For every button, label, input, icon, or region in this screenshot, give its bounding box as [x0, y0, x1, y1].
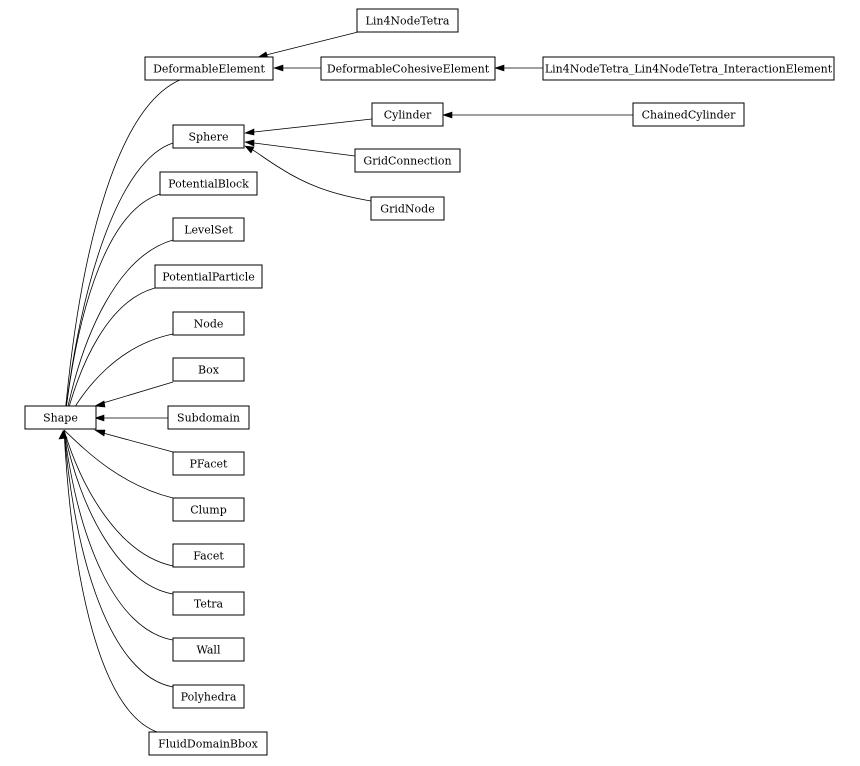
arrowhead: [94, 400, 106, 408]
edge-gridconnection-to-sphere: [253, 142, 356, 157]
edge-polyhedra-to-shape: [63, 429, 174, 688]
node-pfacet[interactable]: PFacet: [172, 451, 245, 476]
node-label: DeformableElement: [153, 63, 265, 76]
node-label: LevelSet: [184, 224, 233, 237]
edge-deformableelement-to-shape: [63, 77, 186, 427]
node-deformablecohesiveelement[interactable]: DeformableCohesiveElement: [320, 56, 496, 81]
node-label: GridConnection: [363, 155, 451, 168]
node-subdomain[interactable]: Subdomain: [167, 405, 250, 430]
edge-tetra-to-shape: [63, 429, 174, 595]
edge-levelset-to-shape: [63, 239, 174, 427]
arrowhead: [244, 145, 255, 154]
edge-cylinder-to-sphere: [253, 118, 373, 133]
node-wall[interactable]: Wall: [172, 637, 245, 662]
node-label: Lin4NodeTetra: [366, 15, 450, 28]
node-gridnode[interactable]: GridNode: [370, 196, 445, 221]
node-label: PFacet: [190, 458, 229, 471]
node-lin4interactionelement[interactable]: Lin4NodeTetra_Lin4NodeTetra_InteractionE…: [542, 56, 835, 81]
edge-wall-to-shape: [63, 429, 174, 641]
node-chainedcylinder[interactable]: ChainedCylinder: [632, 102, 745, 127]
node-label: Clump: [190, 504, 227, 517]
node-label: Facet: [193, 550, 224, 563]
edge-facet-to-shape: [63, 429, 174, 567]
node-gridconnection[interactable]: GridConnection: [354, 148, 461, 173]
node-potentialparticle[interactable]: PotentialParticle: [154, 264, 263, 289]
node-facet[interactable]: Facet: [172, 543, 245, 568]
node-fluiddomainbbox[interactable]: FluidDomainBbox: [148, 731, 268, 756]
edges: [58, 31, 633, 734]
node-shape[interactable]: Shape: [24, 405, 97, 430]
node-label: FluidDomainBbox: [158, 738, 259, 751]
node-label: Sphere: [189, 131, 229, 144]
node-clump[interactable]: Clump: [172, 497, 245, 522]
nodes: Shape DeformableElement Lin4NodeTetra De…: [24, 8, 835, 756]
node-lin4nodetetra[interactable]: Lin4NodeTetra: [356, 8, 459, 33]
node-node[interactable]: Node: [172, 311, 245, 336]
edge-potentialparticle-to-shape: [63, 287, 156, 427]
edge-lin4nodetetra-to-deformableelement: [265, 31, 359, 56]
node-label: Node: [194, 318, 224, 331]
node-tetra[interactable]: Tetra: [172, 591, 245, 616]
node-label: PotentialParticle: [162, 271, 254, 284]
node-label: Cylinder: [384, 109, 432, 122]
arrowhead: [494, 64, 505, 72]
node-potentialblock[interactable]: PotentialBlock: [159, 171, 258, 196]
node-label: Polyhedra: [181, 691, 237, 704]
node-label: Subdomain: [177, 412, 240, 425]
node-sphere[interactable]: Sphere: [172, 124, 245, 149]
node-label: Shape: [43, 412, 78, 425]
node-label: DeformableCohesiveElement: [327, 63, 490, 76]
node-polyhedra[interactable]: Polyhedra: [172, 684, 245, 709]
arrowhead: [94, 414, 105, 422]
edge-gridnode-to-sphere: [252, 149, 372, 202]
arrowhead: [244, 128, 255, 136]
node-label: ChainedCylinder: [642, 109, 737, 122]
arrowhead: [244, 139, 255, 147]
edge-pfacet-to-shape: [102, 432, 174, 453]
node-levelset[interactable]: LevelSet: [172, 217, 245, 242]
arrowhead: [94, 429, 106, 437]
node-label: Tetra: [194, 598, 224, 611]
node-label: GridNode: [380, 203, 434, 216]
node-label: Box: [198, 364, 220, 377]
edge-clump-to-shape: [63, 429, 174, 499]
arrowhead: [442, 111, 453, 119]
node-box[interactable]: Box: [172, 357, 245, 382]
edge-fluiddomainbbox-to-shape: [63, 429, 161, 734]
edge-box-to-shape: [102, 381, 174, 404]
node-cylinder[interactable]: Cylinder: [371, 102, 444, 127]
arrowhead: [58, 430, 68, 440]
node-deformableelement[interactable]: DeformableElement: [144, 56, 274, 81]
arrowhead: [273, 64, 284, 72]
edge-potentialblock-to-shape: [63, 193, 161, 427]
node-label: Lin4NodeTetra_Lin4NodeTetra_InteractionE…: [545, 63, 833, 76]
node-label: PotentialBlock: [168, 178, 249, 191]
node-label: Wall: [197, 644, 221, 657]
